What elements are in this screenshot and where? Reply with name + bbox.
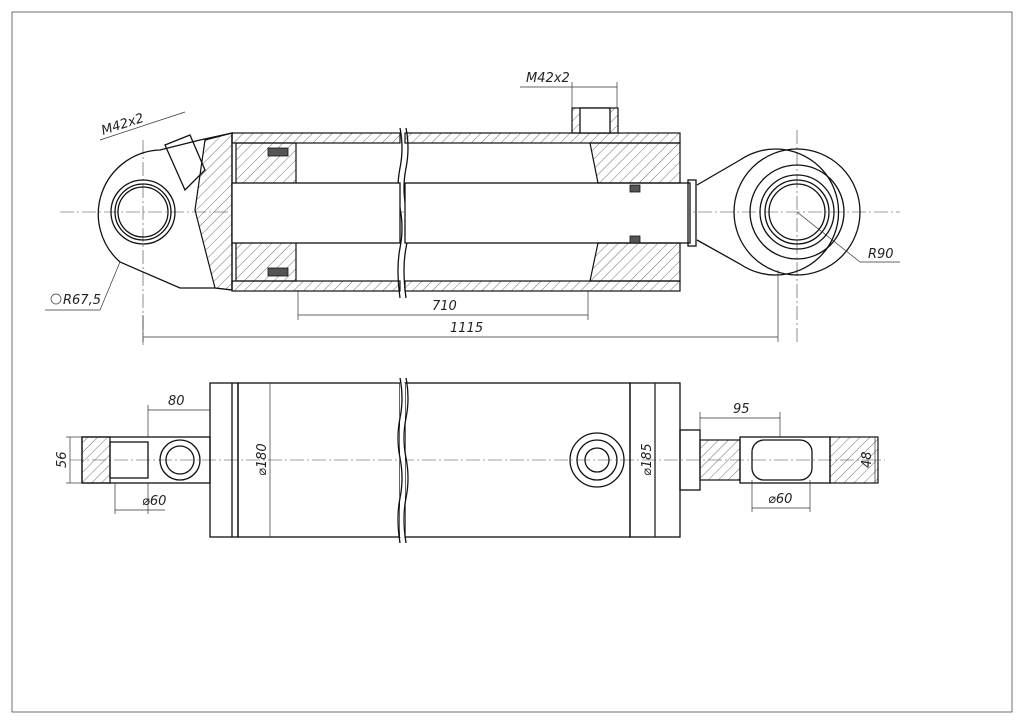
pin-diameter-right: ⌀60 <box>768 492 792 507</box>
eye-offset-dimension: 95 <box>733 402 750 417</box>
gland-bottom <box>589 242 681 282</box>
piston-rod <box>231 182 401 244</box>
thread-label-left: M42x2 <box>100 111 146 139</box>
thread-label-port: M42x2 <box>526 71 570 86</box>
length-dimension: 1115 <box>450 321 483 336</box>
radius-label-right: R90 <box>868 247 894 262</box>
pin-diameter-left: ⌀60 <box>142 494 166 509</box>
tube-diameter: ⌀180 <box>255 443 270 476</box>
flange-diameter: ⌀185 <box>640 443 655 476</box>
sheet-frame <box>11 11 1013 713</box>
stroke-dimension: 710 <box>432 299 457 314</box>
gland-top <box>589 142 681 184</box>
left-port-fitting <box>164 134 206 192</box>
section-view <box>45 82 900 345</box>
plan-view <box>66 377 885 544</box>
left-clevis-body <box>97 132 233 291</box>
rod-eye <box>696 148 840 276</box>
port-boss-plan <box>569 432 625 488</box>
eye-width-dimension: 48 <box>860 451 875 468</box>
radius-label-left: R67,5 <box>63 293 101 308</box>
clevis-width-dimension: 56 <box>55 451 70 468</box>
clevis-offset-dimension: 80 <box>168 394 185 409</box>
